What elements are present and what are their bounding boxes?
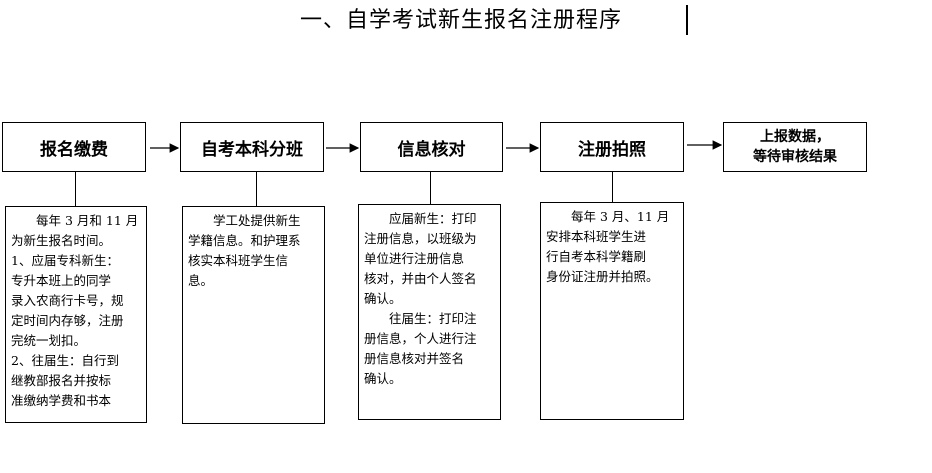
note-info-check-p2: 往届生：打印注 册信息，个人进行注 册信息核对并签名 确认。 [364, 311, 477, 386]
step-register-photo-label: 注册拍照 [578, 139, 646, 160]
note-register-pay-p2: 1、应届专科新生： 专升本班上的同学 录入农商行卡号，规 定时间内存够，注册 完… [11, 253, 124, 348]
note-register-photo: 每年 3 月、11 月 安排本科班学生进 行自考本科学籍刷 身份证注册并拍照。 [540, 202, 684, 420]
connector-2 [256, 172, 257, 206]
note-class-assignment-p1: 学工处提供新生 学籍信息。和护理系 核实本科班学生信 息。 [188, 213, 301, 288]
note-register-pay-p3: 2、往届生：自行到 继教部报名并按标 准缴纳学费和书本 [11, 353, 119, 408]
note-info-check-p1: 应届新生：打印 注册信息，以班级为 单位进行注册信息 核对，并由个人签名 确认。 [364, 211, 477, 306]
connector-4 [612, 172, 613, 202]
step-class-assignment-label: 自考本科分班 [201, 139, 303, 160]
text-cursor [686, 5, 688, 35]
connector-3 [430, 172, 431, 204]
step-info-check: 信息核对 [360, 122, 503, 172]
page-title: 一、自学考试新生报名注册程序 [300, 8, 623, 33]
note-register-pay: 每年 3 月和 11 月 为新生报名时间。 1、应届专科新生： 专升本班上的同学… [5, 206, 147, 423]
step-info-check-label: 信息核对 [397, 139, 466, 160]
step-report-data-line1: 上报数据， [760, 129, 830, 145]
step-register-pay: 报名缴费 [2, 122, 146, 172]
note-info-check: 应届新生：打印 注册信息，以班级为 单位进行注册信息 核对，并由个人签名 确认。… [358, 204, 501, 420]
note-register-photo-p1: 每年 3 月、11 月 安排本科班学生进 行自考本科学籍刷 身份证注册并拍照。 [546, 209, 670, 284]
step-report-data-line2: 等待审核结果 [753, 149, 837, 165]
step-report-data: 上报数据， 等待审核结果 [723, 122, 867, 172]
note-register-pay-p1: 每年 3 月和 11 月 为新生报名时间。 [11, 213, 139, 248]
connector-1 [75, 172, 76, 206]
note-class-assignment: 学工处提供新生 学籍信息。和护理系 核实本科班学生信 息。 [182, 206, 325, 424]
step-register-pay-label: 报名缴费 [40, 139, 108, 160]
step-class-assignment: 自考本科分班 [180, 122, 324, 172]
step-register-photo: 注册拍照 [540, 122, 684, 172]
